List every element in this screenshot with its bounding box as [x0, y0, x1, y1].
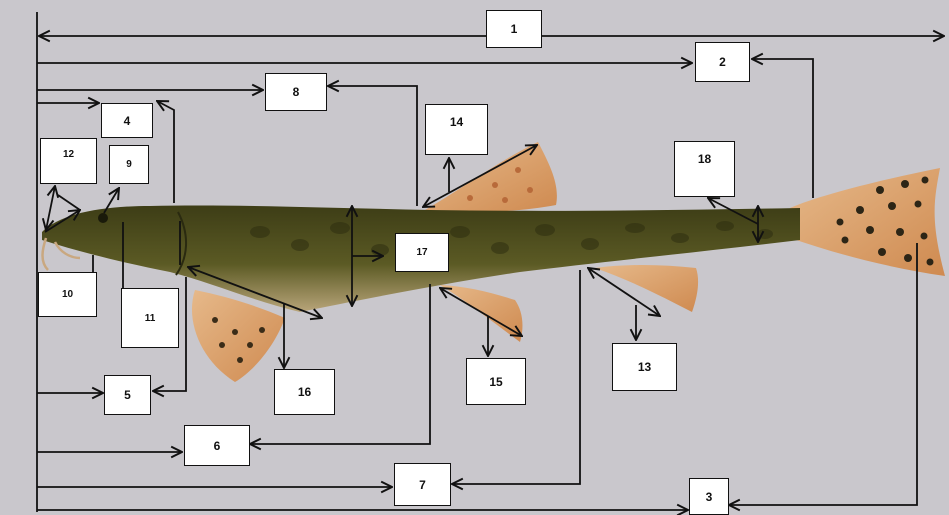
label-8-box: 8 — [265, 73, 327, 111]
anal-fin — [595, 265, 698, 312]
label-6-box: 6 — [184, 425, 250, 466]
label-3-box: 3 — [689, 478, 729, 515]
label-1-box: 1 — [486, 10, 542, 48]
label-14-box: 14 — [425, 104, 488, 155]
label-10-box: 10 — [38, 272, 97, 317]
pelvic-fin — [440, 285, 522, 342]
label-5-box: 5 — [104, 375, 151, 415]
fish-eye — [98, 213, 108, 223]
label-7-box: 7 — [394, 463, 451, 506]
label-18-box: 18 — [674, 141, 735, 197]
label-12-box: 12 — [40, 138, 97, 184]
label-2-box: 2 — [695, 42, 750, 82]
label-17-box: 17 — [395, 233, 449, 272]
label-4-box: 4 — [101, 103, 153, 138]
label-15-box: 15 — [466, 358, 526, 405]
label-11-box: 11 — [121, 288, 179, 348]
label-13-box: 13 — [612, 343, 677, 391]
label-9-box: 9 — [109, 145, 149, 184]
label-16-box: 16 — [274, 369, 335, 415]
